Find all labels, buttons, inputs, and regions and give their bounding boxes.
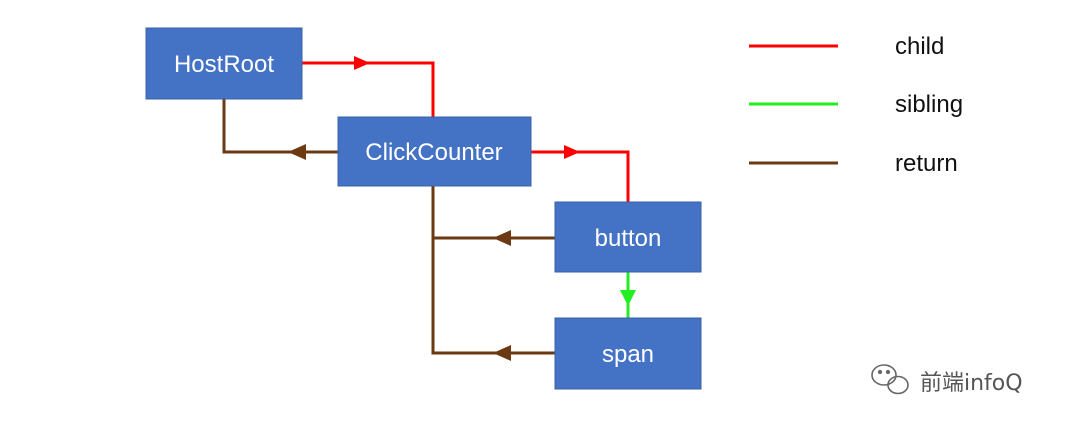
legend-label-child: child bbox=[895, 33, 944, 60]
watermark: 前端infoQ bbox=[871, 364, 1023, 396]
watermark-text: 前端infoQ bbox=[920, 371, 1023, 396]
node-button: button bbox=[554, 201, 702, 273]
legend-label-sibling: sibling bbox=[895, 91, 963, 118]
child-arrowhead bbox=[354, 56, 370, 70]
node-hostroot-label: HostRoot bbox=[174, 51, 274, 78]
node-clickcounter: ClickCounter bbox=[337, 116, 532, 187]
child-arrowhead bbox=[564, 145, 580, 159]
return-arrowhead bbox=[493, 230, 511, 246]
wechat-icon bbox=[871, 364, 909, 395]
sibling-arrowhead bbox=[620, 290, 636, 306]
child-edge-clickcounter-button bbox=[531, 150, 630, 202]
child-edge-hostroot-clickcounter bbox=[302, 61, 435, 117]
node-hostroot: HostRoot bbox=[145, 27, 303, 100]
node-button-label: button bbox=[595, 225, 662, 252]
node-clickcounter-label: ClickCounter bbox=[365, 139, 502, 166]
legend-label-return: return bbox=[895, 150, 958, 177]
return-edge-span-clickcounter bbox=[431, 186, 555, 355]
legend: child sibling return bbox=[749, 33, 963, 177]
node-span: span bbox=[554, 317, 702, 390]
return-edge-clickcounter-hostroot bbox=[222, 99, 338, 154]
return-arrowhead bbox=[493, 345, 511, 361]
node-span-label: span bbox=[602, 341, 654, 368]
child-edges bbox=[302, 61, 630, 202]
return-arrowhead bbox=[288, 144, 306, 160]
